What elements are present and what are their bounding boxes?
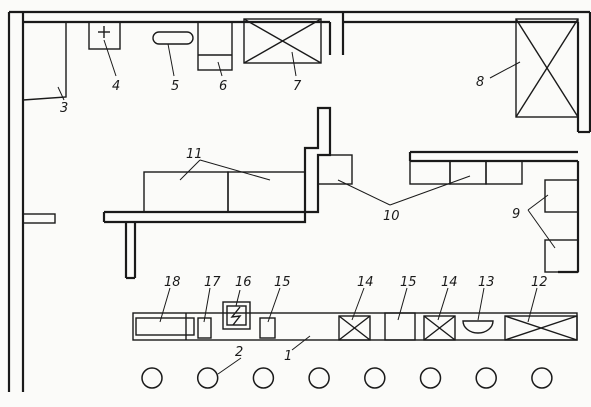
column-4 (308, 367, 330, 389)
label-9: 9 (512, 207, 520, 222)
equipment-9-units (544, 179, 579, 273)
column-7 (475, 367, 497, 389)
label-15-left: 15 (274, 275, 291, 290)
label-12: 12 (531, 275, 548, 290)
equipment-18 (135, 317, 195, 336)
label-6: 6 (219, 79, 227, 94)
equipment-5-tray (152, 31, 194, 45)
outer-walls (7, 10, 591, 392)
label-11: 11 (186, 147, 203, 162)
label-5: 5 (171, 79, 179, 94)
label-8: 8 (476, 75, 484, 90)
equipment-15-right (384, 312, 416, 341)
label-13: 13 (478, 275, 495, 290)
column-8 (531, 367, 553, 389)
label-1: 1 (284, 349, 292, 364)
label-3: 3 (60, 101, 68, 116)
equipment-6-cupboard (197, 21, 233, 71)
label-15-right: 15 (400, 275, 417, 290)
label-17: 17 (204, 275, 221, 290)
equipment-4-sink (88, 21, 121, 50)
label-14-right: 14 (441, 275, 458, 290)
equipment-8-unit (515, 18, 579, 118)
column-row (141, 367, 553, 389)
equipment-14-right (423, 315, 456, 341)
label-2: 2 (235, 345, 243, 360)
equipment-3-cabinet (22, 21, 67, 101)
label-14-left: 14 (357, 275, 374, 290)
equipment-11-counters (143, 171, 306, 213)
central-partition (102, 106, 332, 280)
leader-lines (57, 39, 556, 375)
partition-stub (22, 213, 56, 224)
column-6 (419, 367, 442, 389)
label-18: 18 (164, 275, 181, 290)
equipment-7-unit (243, 18, 322, 64)
label-7: 7 (293, 79, 302, 94)
equipment-13-basin (462, 320, 494, 334)
column-3 (252, 367, 275, 389)
label-4: 4 (112, 79, 120, 94)
equipment-12-unit (504, 315, 578, 341)
column-5 (364, 367, 386, 389)
column-2 (196, 367, 219, 389)
bottom-counter (132, 312, 578, 341)
equipment-14-left (338, 315, 371, 341)
equipment-10-counters (317, 154, 523, 185)
column-1 (141, 367, 163, 389)
label-16: 16 (235, 275, 252, 290)
label-10: 10 (383, 209, 400, 224)
equipment-15-left (259, 317, 276, 339)
callout-labels: 4 3 5 6 7 8 11 10 9 18 17 16 15 14 15 14… (60, 75, 548, 364)
